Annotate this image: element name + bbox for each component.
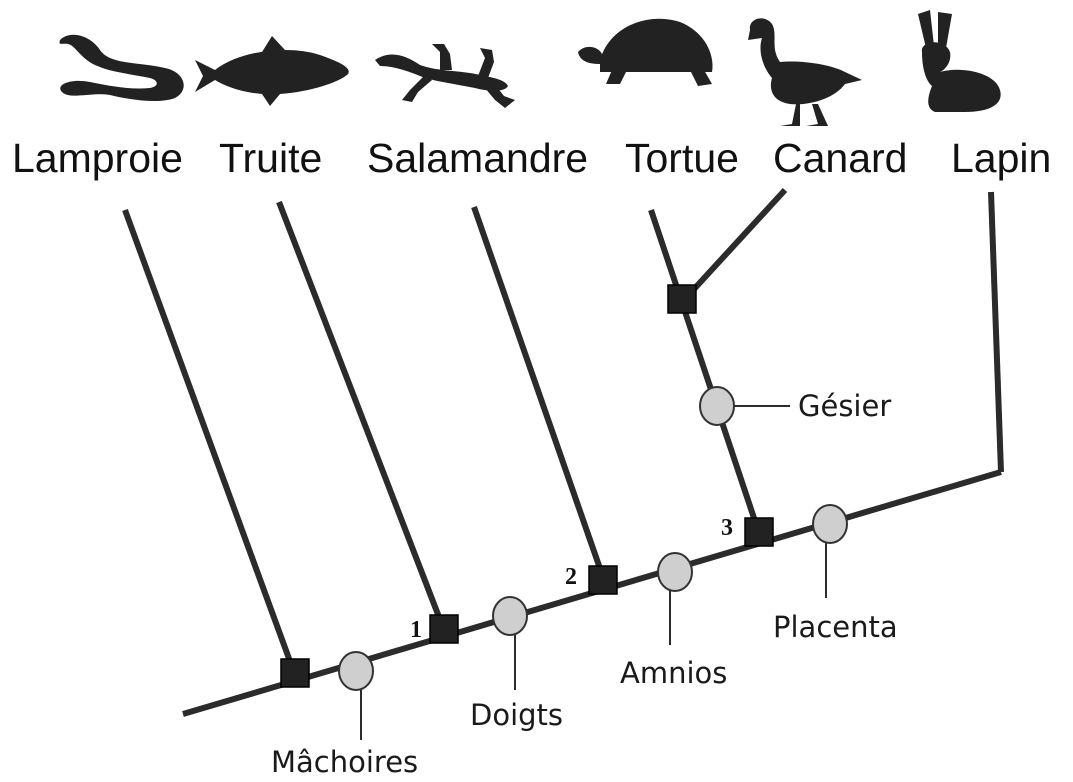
branch-lamproie bbox=[125, 210, 295, 675]
trait-label-placenta: Placenta bbox=[773, 610, 898, 644]
node-number-1: 1 bbox=[410, 617, 422, 643]
duck-icon bbox=[748, 18, 862, 126]
taxon-label-lamproie: Lamproie bbox=[12, 135, 183, 181]
trait-marker-amnios bbox=[658, 553, 692, 591]
trait-label-amnios: Amnios bbox=[620, 656, 727, 690]
trait-marker-gesier bbox=[700, 387, 734, 425]
branch-lapin bbox=[991, 192, 1001, 472]
trait-marker-doigts bbox=[493, 597, 527, 635]
branch-truite bbox=[279, 202, 444, 630]
node-number-2: 2 bbox=[565, 564, 577, 590]
taxon-label-lapin: Lapin bbox=[951, 135, 1051, 181]
node-marker-2 bbox=[589, 566, 617, 594]
taxon-label-truite: Truite bbox=[219, 135, 322, 181]
taxon-label-canard: Canard bbox=[773, 135, 907, 181]
branch-salamandre bbox=[474, 207, 604, 580]
node-marker-1 bbox=[430, 615, 458, 643]
taxon-label-tortue: Tortue bbox=[625, 135, 739, 181]
branch-tortue bbox=[651, 210, 759, 533]
node-marker-lamproie bbox=[281, 659, 309, 687]
salamander-icon bbox=[375, 44, 515, 108]
taxon-label-salamandre: Salamandre bbox=[367, 135, 588, 181]
node-marker-canard bbox=[668, 285, 696, 313]
trout-icon bbox=[195, 36, 349, 106]
trait-marker-machoires bbox=[339, 652, 373, 690]
trait-marker-placenta bbox=[813, 505, 847, 543]
trait-label-machoires: Mâchoires bbox=[271, 745, 418, 779]
branch-canard bbox=[684, 190, 785, 300]
node-number-3: 3 bbox=[721, 515, 733, 541]
node-marker-3 bbox=[745, 518, 773, 546]
lamprey-icon bbox=[59, 35, 183, 101]
trait-label-gesier: Gésier bbox=[798, 389, 891, 423]
trait-label-doigts: Doigts bbox=[470, 698, 563, 732]
rabbit-icon bbox=[918, 10, 1001, 112]
turtle-icon bbox=[578, 19, 713, 86]
